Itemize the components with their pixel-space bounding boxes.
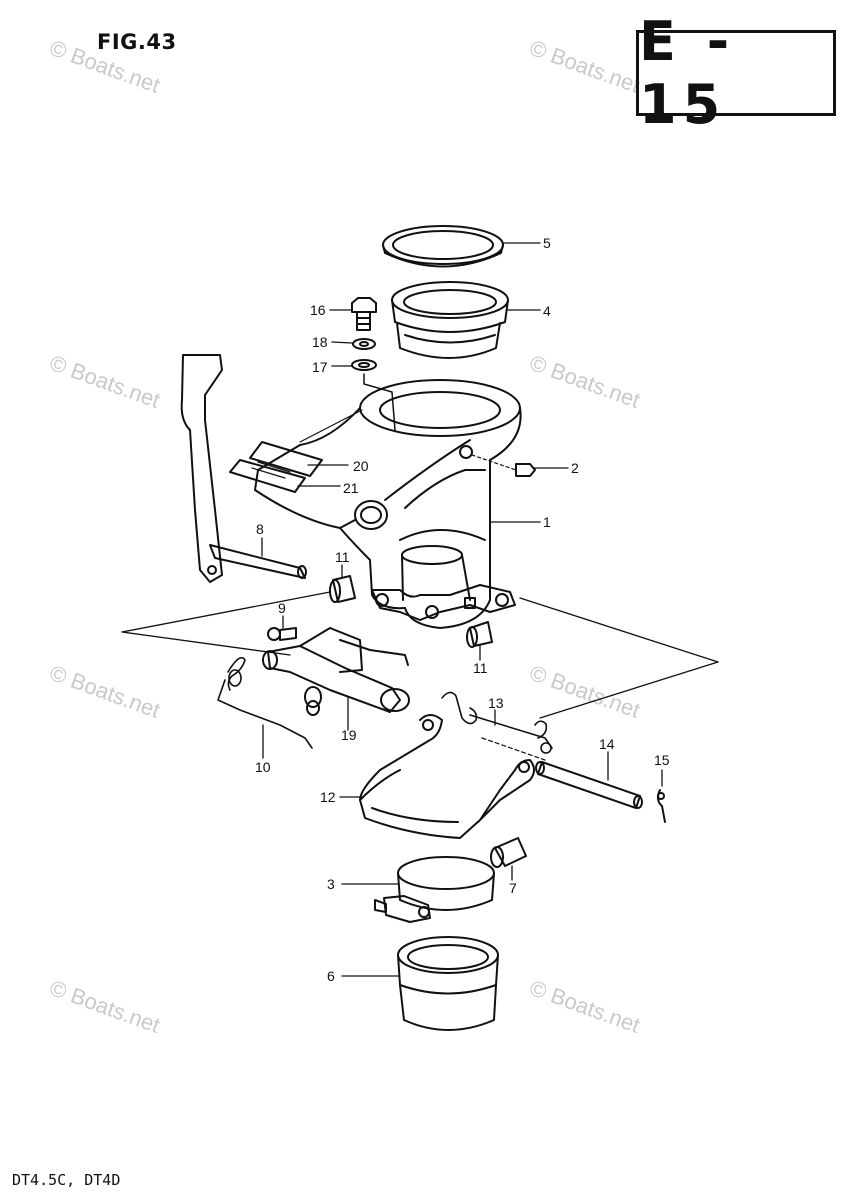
callout-19: 19: [341, 727, 357, 743]
part-8-lever: [180, 354, 307, 583]
callout-3: 3: [327, 876, 335, 892]
part-2-grease-nipple: [471, 454, 536, 477]
part-4-bushing: [391, 281, 509, 359]
callout-10: 10: [255, 759, 271, 775]
callout-13: 13: [488, 695, 504, 711]
callout-2: 2: [571, 460, 579, 476]
part-19-shaft: [262, 627, 410, 716]
part-11-bushing-lower: [466, 621, 493, 648]
part-5-ring: [382, 225, 504, 268]
callout-7: 7: [509, 880, 517, 896]
part-11-bushing-upper: [329, 575, 356, 603]
pivot-axis-lines: [121, 591, 719, 719]
part-16-bolt: [351, 297, 377, 331]
part-12-bracket: [359, 714, 535, 839]
callout-8: 8: [256, 521, 264, 537]
callout-11-upper: 11: [335, 549, 350, 565]
callout-6: 6: [327, 968, 335, 984]
callout-12: 12: [320, 789, 336, 805]
part-3-clamp: [374, 856, 495, 923]
callout-14: 14: [599, 736, 615, 752]
part-14-pin: [535, 761, 643, 809]
callout-9: 9: [278, 600, 286, 616]
part-15-cotter-pin: [656, 789, 666, 823]
model-label: DT4.5C, DT4D: [12, 1171, 121, 1189]
callout-16: 16: [310, 302, 326, 318]
part-7-bushing: [490, 837, 527, 868]
callout-11-lower: 11: [473, 660, 488, 676]
part-1-swivel-bracket: [254, 379, 522, 629]
page-code: E - 15: [639, 10, 736, 136]
callout-20: 20: [353, 458, 369, 474]
callout-17: 17: [312, 359, 328, 375]
callout-18: 18: [312, 334, 328, 350]
part-6-bushing: [397, 936, 499, 1031]
part-10-spring: [217, 656, 313, 749]
callout-15: 15: [654, 752, 670, 768]
part-17-washer: [351, 359, 377, 371]
page-code-box: E - 15: [636, 10, 836, 136]
part-9-bolt: [267, 627, 297, 641]
callout-21: 21: [343, 480, 359, 496]
figure-title: FIG.43: [97, 30, 177, 54]
callout-4: 4: [543, 303, 551, 319]
part-20-21-label-plates: [229, 409, 363, 493]
leader-lines: [261, 242, 663, 977]
part-18-washer: [352, 338, 376, 350]
callout-1: 1: [543, 514, 551, 530]
callout-5: 5: [543, 235, 551, 251]
